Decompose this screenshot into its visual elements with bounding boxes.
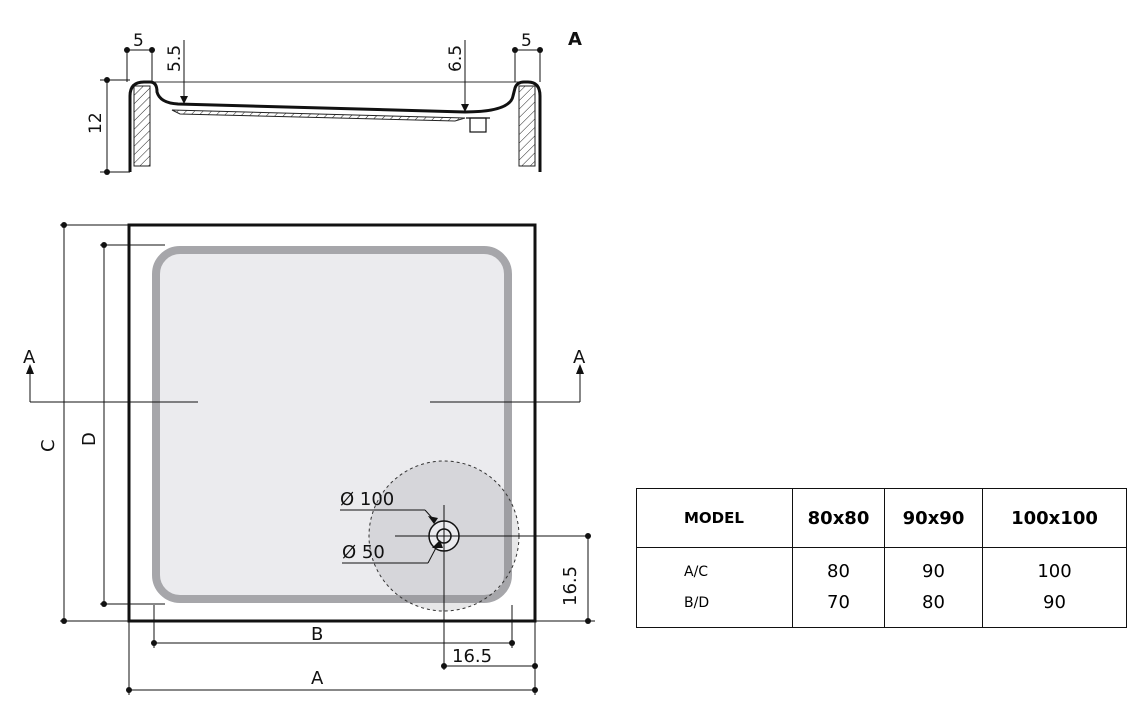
dim-inner-width: B	[311, 624, 323, 645]
section-marker-left: A	[23, 347, 36, 368]
dim-height: 12	[86, 112, 106, 134]
plan-view: A A	[23, 222, 595, 695]
dim-outer-width: A	[311, 668, 324, 689]
dim-outer-height: C	[38, 439, 59, 452]
dim-drain-x: 16.5	[452, 646, 492, 667]
model-dimensions-table: MODEL 80x80 90x90 100x100 A/C B/D 80 70 …	[636, 488, 1127, 628]
row-label-ac: A/C	[684, 563, 709, 580]
drain-outer-diameter: Ø 100	[340, 489, 394, 510]
cell-bd-100x100: 90	[1043, 591, 1066, 613]
cell-ac-100x100: 100	[1037, 560, 1072, 582]
right-support-hatch	[518, 85, 536, 167]
base-hatch	[171, 109, 466, 122]
section-marker-right: A	[573, 347, 586, 368]
cell-ac-80x80: 80	[827, 560, 850, 582]
table-row: A/C B/D 80 70 90 80 100 90	[637, 547, 1127, 628]
dim-right-top: 5	[521, 31, 532, 51]
section-view: A 5 5 5.5 6.5 12	[86, 29, 582, 175]
section-label: A	[568, 29, 582, 50]
table-header-row: MODEL 80x80 90x90 100x100	[636, 488, 1127, 548]
left-support-hatch	[133, 85, 151, 167]
dim-slope-right: 6.5	[446, 45, 466, 72]
drain-stub	[469, 117, 487, 133]
cell-ac-90x90: 90	[922, 560, 945, 582]
dim-inner-height: D	[79, 432, 100, 446]
table-header-80x80: 80x80	[792, 488, 885, 548]
row-label-bd: B/D	[684, 594, 710, 611]
table-header-90x90: 90x90	[884, 488, 983, 548]
table-header-100x100: 100x100	[982, 488, 1127, 548]
cell-bd-80x80: 70	[827, 591, 850, 613]
drain-inner-diameter: Ø 50	[342, 542, 385, 563]
dim-left-top: 5	[133, 31, 144, 51]
cell-bd-90x90: 80	[922, 591, 945, 613]
table-header-model: MODEL	[636, 488, 793, 548]
dim-slope-left: 5.5	[165, 45, 185, 72]
dim-drain-y: 16.5	[560, 566, 581, 606]
tray-basin	[152, 246, 512, 603]
